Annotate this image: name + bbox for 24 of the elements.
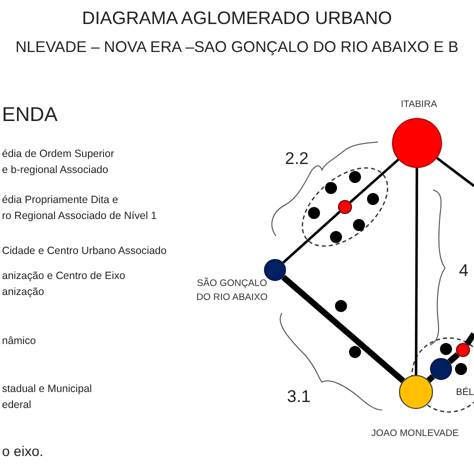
city-name: JOAO MONLEVADE	[370, 427, 460, 441]
region-number: 2.2	[285, 148, 310, 170]
note-text: o eixo.	[2, 442, 44, 461]
legend-text: édia de Ordem Superior e b-regional Associado	[2, 147, 116, 178]
connector-line	[349, 158, 400, 204]
connector-line	[426, 374, 435, 383]
city-name: SÃO GONÇALO DO RIO ABAIXO	[195, 277, 269, 305]
connector-line	[464, 332, 474, 346]
city-name: BÉL	[456, 386, 474, 400]
legend-text: nâmico	[2, 334, 37, 349]
region-number: 3.1	[287, 386, 312, 408]
connector-line	[281, 274, 406, 384]
connector-line	[282, 210, 341, 264]
connector-line	[414, 168, 418, 375]
subtitle: NLEVADE – NOVA ERA –SAO GONÇALO DO RIO ABAIXO E B	[14, 38, 460, 58]
legend-text: édia Propriamente Dita e ro Regional Associado de Nível 1	[2, 193, 158, 224]
diagram-title: DIAGRAMA AGLOMERADO URBANO	[80, 8, 394, 29]
city-name: ITABIRA	[400, 98, 438, 112]
connector-line	[447, 352, 460, 364]
legend-text: Cidade e Centro Urbano Associado	[2, 244, 168, 259]
legend-text: stadual e Municipal ederal	[2, 382, 93, 413]
connector-line	[436, 157, 474, 187]
legend-heading: ENDA	[2, 103, 59, 128]
region-number: 4	[459, 260, 470, 282]
